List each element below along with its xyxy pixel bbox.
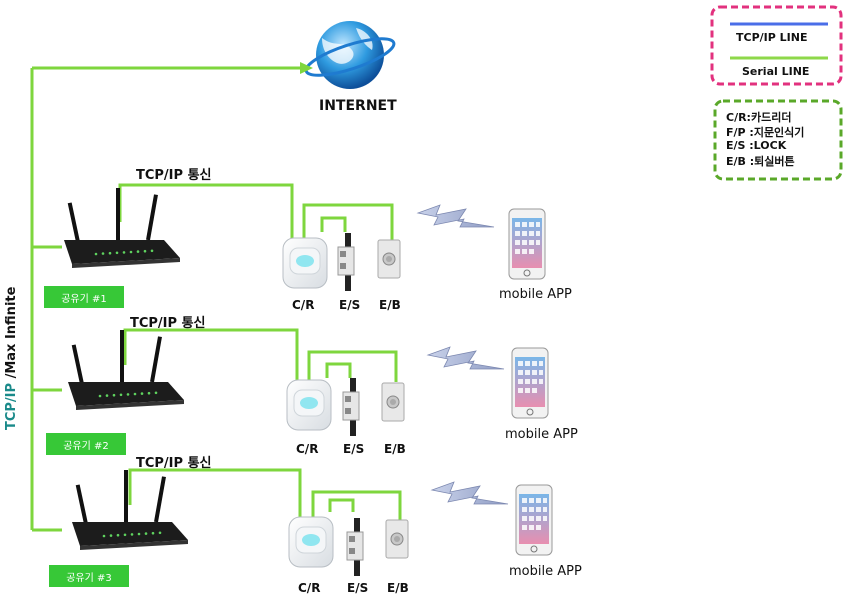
- links-row-3: [128, 468, 402, 520]
- smartphone-icon: [508, 208, 546, 280]
- router-tag: 공유기 #3: [49, 565, 129, 587]
- electric-lock-icon: [342, 377, 360, 437]
- card-reader-label: C/R: [292, 298, 315, 312]
- lock-label: E/S: [347, 581, 369, 595]
- vertical-label-suffix: /Max Infinite: [4, 286, 19, 383]
- link-label: TCP/IP 통신: [130, 316, 206, 331]
- mobile-app-label: mobile APP: [499, 287, 572, 302]
- card-reader-label: C/R: [296, 442, 319, 456]
- legend-definition: F/P :지문인식기: [726, 126, 805, 139]
- router-tag: 공유기 #1: [44, 286, 124, 308]
- legend-definition-box: [713, 99, 843, 181]
- smartphone-icon: [515, 484, 553, 556]
- card-reader-icon: [286, 379, 332, 431]
- exit-button-icon: [385, 519, 409, 559]
- wireless-signal-icon: [431, 481, 509, 505]
- electric-lock-icon: [346, 517, 364, 577]
- legend-definition: E/S :LOCK: [726, 139, 787, 152]
- legend-tcp-label: TCP/IP LINE: [736, 31, 808, 44]
- legend-serial-label: Serial LINE: [742, 65, 810, 78]
- legend-definition: E/B :퇴실버튼: [726, 155, 795, 168]
- wireless-signal-icon: [427, 346, 505, 370]
- arrow-to-internet: [300, 62, 313, 74]
- link-label: TCP/IP 통신: [136, 168, 212, 183]
- lock-label: E/S: [343, 442, 365, 456]
- router-icon: [64, 188, 180, 268]
- links-row-2: [123, 328, 398, 385]
- card-reader-label: C/R: [298, 581, 321, 595]
- mobile-app-label: mobile APP: [505, 427, 578, 442]
- lock-label: E/S: [339, 298, 361, 312]
- exit-button-icon: [377, 239, 401, 279]
- electric-lock-icon: [337, 232, 355, 292]
- mobile-app-label: mobile APP: [509, 564, 582, 579]
- exit-button-label: E/B: [379, 298, 401, 312]
- exit-button-label: E/B: [384, 442, 406, 456]
- exit-button-icon: [381, 382, 405, 422]
- router-tag: 공유기 #2: [46, 433, 126, 455]
- card-reader-icon: [282, 237, 328, 289]
- smartphone-icon: [511, 347, 549, 419]
- exit-button-label: E/B: [387, 581, 409, 595]
- legend-line-box: [710, 5, 843, 86]
- legend-definition: C/R:카드리더: [726, 111, 792, 124]
- link-label: TCP/IP 통신: [136, 456, 212, 471]
- wireless-signal-icon: [417, 204, 495, 228]
- internet-label: INTERNET: [319, 98, 397, 114]
- vertical-label-prefix: TCP/IP: [4, 382, 19, 430]
- backbone-lines: [30, 66, 305, 532]
- globe-icon: [304, 21, 396, 89]
- links-row-1: [118, 183, 394, 245]
- card-reader-icon: [288, 516, 334, 568]
- vertical-network-label: TCP/IP /Max Infinite: [4, 287, 19, 430]
